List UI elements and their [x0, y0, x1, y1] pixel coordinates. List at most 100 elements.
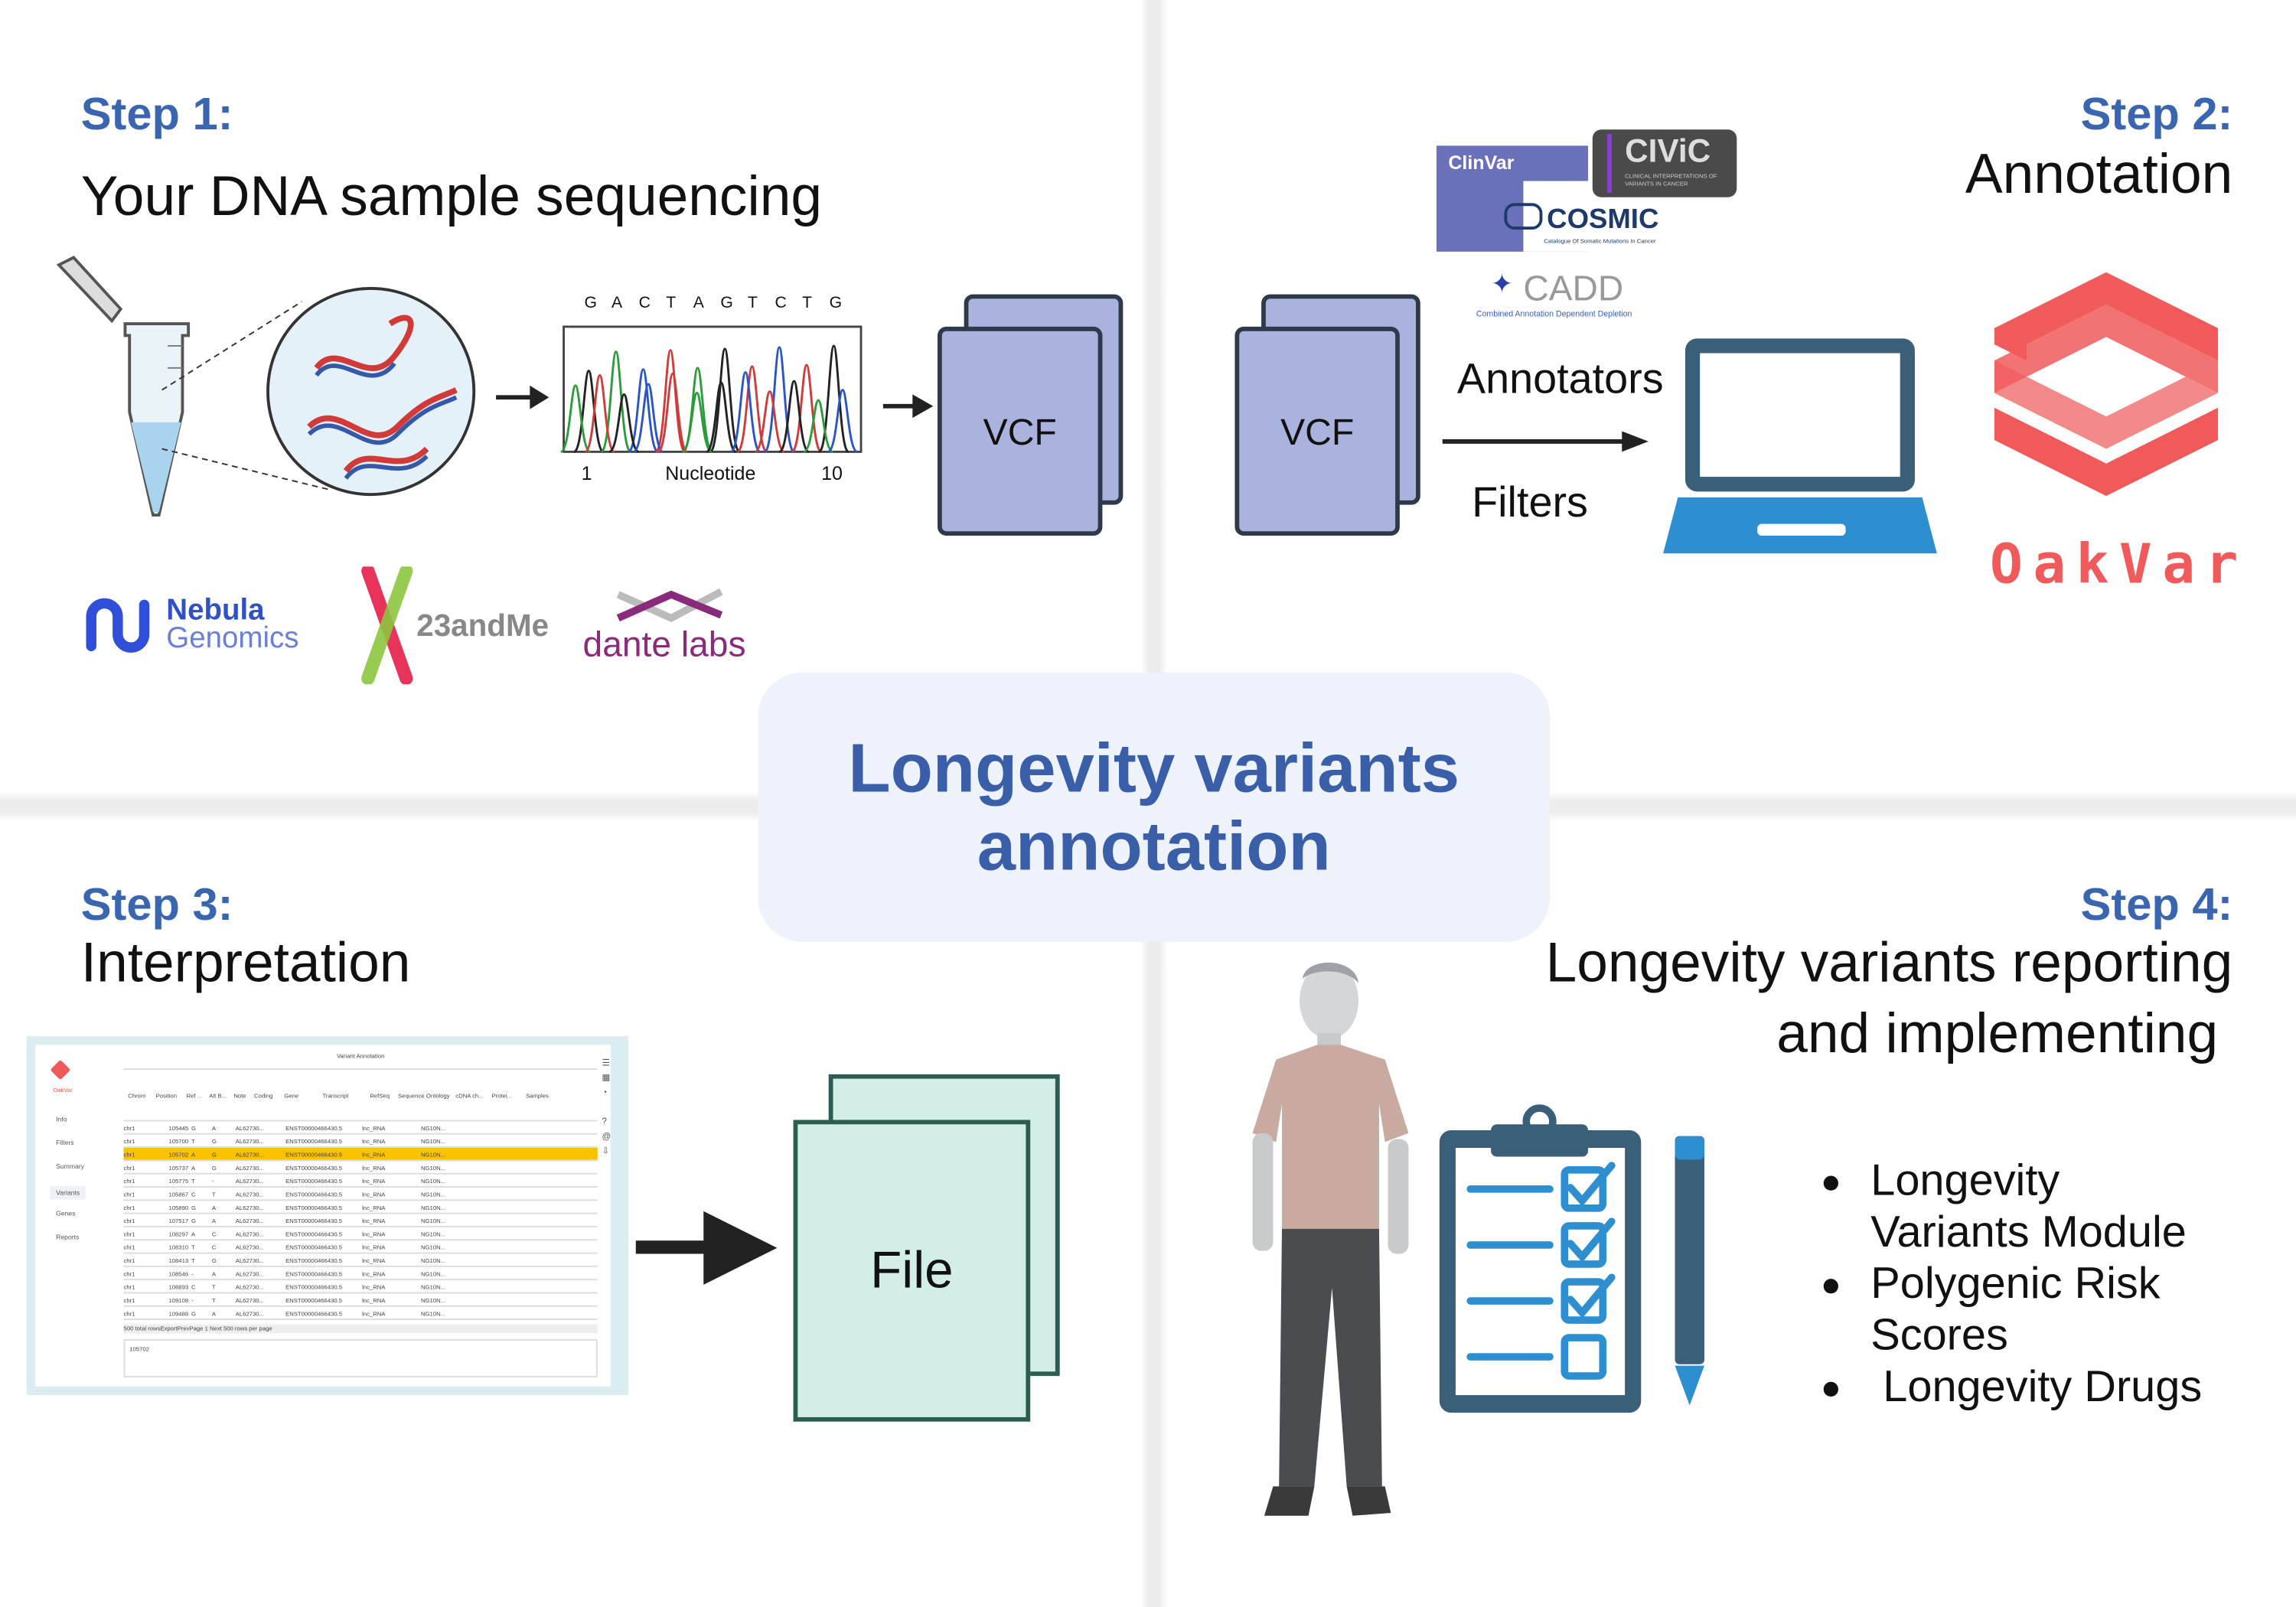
- column-header[interactable]: Transcript: [322, 1090, 349, 1099]
- column-header[interactable]: Chrom: [128, 1090, 146, 1099]
- table-cell: G: [191, 1217, 197, 1225]
- table-cell: T: [191, 1177, 195, 1185]
- person-icon: [1252, 962, 1409, 1516]
- table-cell: lnc_RNA: [362, 1283, 386, 1291]
- table-cell: ENST00000466430.5: [285, 1270, 343, 1278]
- sidebar-item-summary[interactable]: Summary: [56, 1162, 85, 1170]
- table-cell: G: [211, 1137, 217, 1146]
- chromatogram-peak: [572, 370, 605, 453]
- column-header[interactable]: Protei...: [491, 1090, 513, 1099]
- column-header[interactable]: Note: [233, 1090, 246, 1099]
- dante-labs-logo-icon: [616, 588, 723, 623]
- table-cell: G: [191, 1204, 197, 1211]
- column-header[interactable]: Alt B...: [209, 1090, 227, 1099]
- table-cell: -: [211, 1177, 214, 1185]
- table-cell: lnc_RNA: [362, 1217, 386, 1225]
- table-cell: NG10N...: [421, 1283, 446, 1291]
- sidebar-item-info[interactable]: Info: [56, 1115, 67, 1123]
- column-header[interactable]: Ref ...: [186, 1090, 203, 1099]
- table-cell: AL62730...: [235, 1309, 264, 1318]
- table-cell: ENST00000466430.5: [285, 1217, 343, 1225]
- clinvar-text: ClinVar: [1448, 152, 1515, 174]
- table-cell: AL62730...: [235, 1177, 264, 1185]
- sidebar-item-reports[interactable]: Reports: [56, 1233, 80, 1241]
- bullet-item: Polygenic Risk: [1818, 1258, 2202, 1309]
- sidebar-item-genes[interactable]: Genes: [56, 1209, 76, 1217]
- column-header[interactable]: Coding: [254, 1090, 273, 1099]
- table-cell: ENST00000466430.5: [285, 1190, 343, 1198]
- sidebar-item-filters[interactable]: Filters: [56, 1139, 74, 1147]
- table-cell: A: [191, 1164, 196, 1172]
- table-cell: 105775: [168, 1177, 189, 1185]
- base-letter: G: [720, 294, 733, 312]
- table-cell: NG10N...: [421, 1137, 446, 1146]
- table-cell: C: [191, 1283, 196, 1291]
- table-cell: G: [191, 1124, 197, 1132]
- file-label: File: [870, 1242, 954, 1300]
- sidebar-item-variants[interactable]: Variants: [50, 1186, 86, 1200]
- chromatogram-axis-label: Nucleotide: [665, 461, 756, 484]
- table-cell: G: [211, 1164, 217, 1172]
- table-cell: AL62730...: [235, 1137, 264, 1146]
- central-title-box: Longevity variants annotation: [758, 672, 1551, 942]
- oakvar-app-logo-icon: [50, 1059, 71, 1081]
- chromatogram-peak: [778, 380, 810, 453]
- column-header[interactable]: Position: [155, 1090, 177, 1099]
- chromatogram-axis-end: 10: [821, 461, 843, 484]
- table-cell: 105867: [168, 1190, 189, 1198]
- column-header[interactable]: Samples: [525, 1090, 549, 1099]
- table-cell: 105445: [168, 1124, 189, 1132]
- table-cell: ENST00000466430.5: [285, 1230, 343, 1238]
- table-cell: T: [211, 1296, 216, 1304]
- table-cell: A: [211, 1217, 217, 1225]
- column-header[interactable]: Sequence Ontology: [398, 1090, 450, 1099]
- table-cell: lnc_RNA: [362, 1244, 386, 1251]
- chromatogram-peak: [608, 393, 640, 453]
- chromatogram-peak: [827, 389, 859, 453]
- base-letter: A: [612, 294, 623, 312]
- 23andme-logo-icon: [361, 566, 413, 685]
- arrow-icon: [496, 385, 550, 409]
- chromatogram-peak: [709, 347, 741, 453]
- column-header[interactable]: Gene: [284, 1090, 299, 1099]
- cosmic-icon: [1504, 203, 1543, 230]
- table-cell: NG10N...: [421, 1296, 446, 1304]
- central-title-line1: Longevity variants: [848, 728, 1460, 807]
- column-header[interactable]: RefSeq: [370, 1090, 390, 1099]
- step4-title-line1: Longevity variants reporting: [1545, 933, 2233, 996]
- table-cell: chr1: [123, 1217, 135, 1225]
- app-toolbar-icons: ☰▦◔?@⇩: [602, 1059, 612, 1157]
- table-cell: AL62730...: [235, 1150, 264, 1159]
- table-cell: chr1: [123, 1257, 135, 1264]
- table-cell: chr1: [123, 1230, 135, 1238]
- table-cell: NG10N...: [421, 1270, 446, 1278]
- table-cell: chr1: [123, 1296, 135, 1304]
- vcf-document: VCF: [1234, 326, 1400, 536]
- column-header[interactable]: cDNA ch...: [455, 1090, 484, 1099]
- table-cell: C: [211, 1244, 217, 1251]
- table-cell: NG10N...: [421, 1244, 446, 1251]
- bullet-item: Longevity Drugs: [1818, 1361, 2202, 1413]
- nebula-logo-icon: [86, 598, 150, 653]
- civic-text: CIViC: [1625, 132, 1711, 170]
- table-cell: A: [211, 1270, 217, 1278]
- base-letter: G: [829, 294, 843, 312]
- big-arrow-icon: [635, 1211, 778, 1285]
- table-cell: NG10N...: [421, 1190, 446, 1198]
